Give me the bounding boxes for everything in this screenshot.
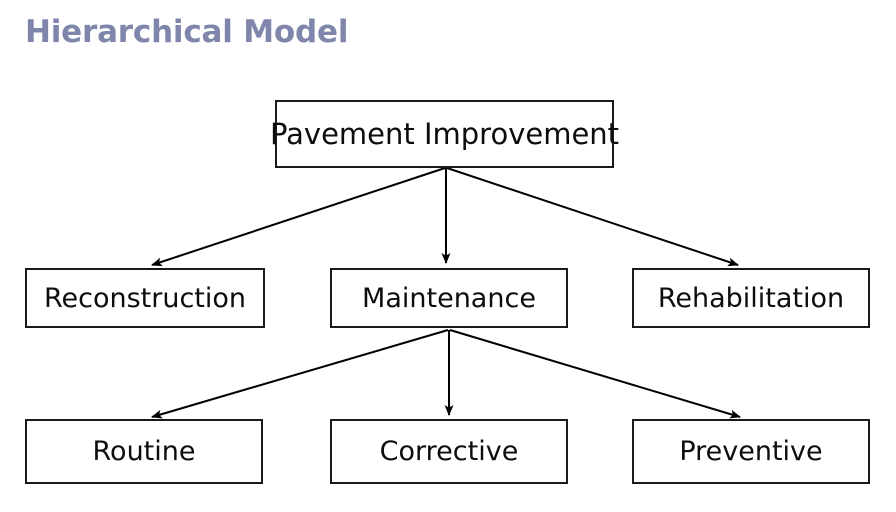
- node-pavement-improvement[interactable]: Pavement Improvement: [270, 100, 619, 168]
- edge-root-to-rehabilitation: [446, 167, 739, 267]
- node-label: Pavement Improvement: [269, 116, 620, 151]
- edge-maintenance-to-routine: [151, 329, 449, 419]
- node-label: Preventive: [679, 436, 823, 467]
- node-reconstruction[interactable]: Reconstruction: [25, 268, 265, 328]
- node-routine[interactable]: Routine: [25, 419, 263, 484]
- node-rehabilitation[interactable]: Rehabilitation: [632, 268, 870, 328]
- node-label: Routine: [92, 436, 196, 467]
- node-label: Rehabilitation: [657, 282, 845, 314]
- node-preventive[interactable]: Preventive: [632, 419, 870, 484]
- node-corrective[interactable]: Corrective: [330, 419, 568, 484]
- node-label: Maintenance: [362, 282, 536, 314]
- edge-maintenance-to-preventive: [449, 329, 741, 419]
- node-maintenance[interactable]: Maintenance: [330, 268, 568, 328]
- node-label: Corrective: [379, 436, 519, 467]
- page-title: Hierarchical Model: [25, 14, 349, 50]
- node-label: Reconstruction: [43, 282, 247, 314]
- edge-root-to-reconstruction: [151, 167, 446, 267]
